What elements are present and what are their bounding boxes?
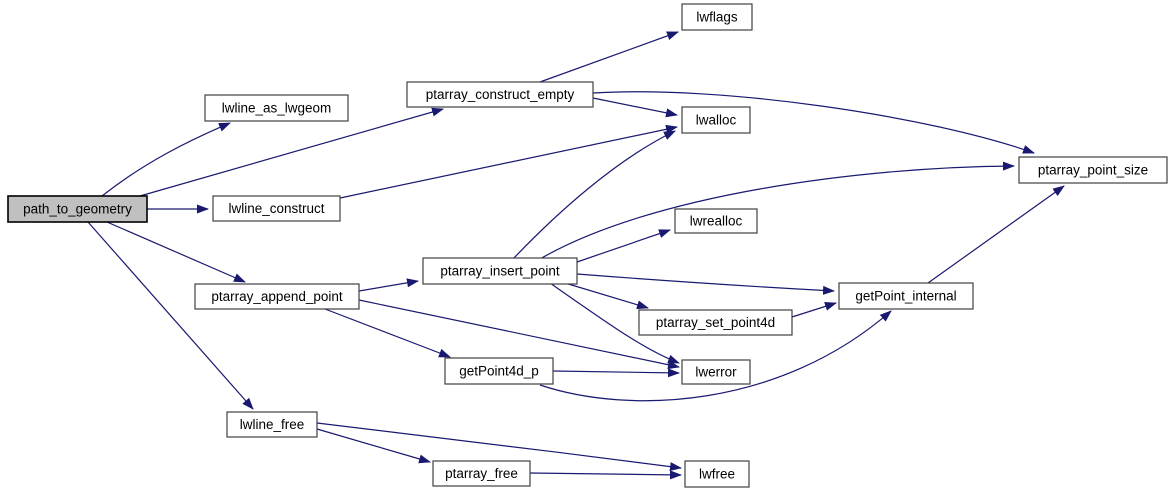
node-box-getPoint_internal[interactable] xyxy=(838,282,974,310)
node-label-ptarray_free: ptarray_free xyxy=(445,466,518,481)
edge-lwline_free-to-ptarray_free xyxy=(316,428,431,464)
node-ptarray_insert_point[interactable]: ptarray_insert_point xyxy=(422,257,578,285)
node-getPoint4d_p[interactable]: getPoint4d_p xyxy=(444,357,554,385)
node-box-ptarray_construct_empty[interactable] xyxy=(406,81,594,108)
node-lwrealloc[interactable]: lwrealloc xyxy=(674,208,758,234)
node-box-getPoint4d_p[interactable] xyxy=(444,357,554,385)
edge-path_to_geometry-to-lwline_as_lwgeom xyxy=(101,122,231,197)
node-lwfree[interactable]: lwfree xyxy=(684,460,750,488)
edge-ptarray_insert_point-to-lwalloc xyxy=(512,130,676,260)
node-label-lwfree: lwfree xyxy=(699,467,735,482)
edge-getPoint_internal-to-ptarray_point_size xyxy=(927,185,1065,284)
node-label-ptarray_point_size: ptarray_point_size xyxy=(1038,163,1148,178)
node-lwflags[interactable]: lwflags xyxy=(681,3,753,31)
node-box-lwline_as_lwgeom[interactable] xyxy=(204,94,349,122)
node-label-ptarray_construct_empty: ptarray_construct_empty xyxy=(426,87,575,102)
edge-getPoint4d_p-to-getPoint_internal xyxy=(539,310,892,402)
node-lwerror[interactable]: lwerror xyxy=(681,359,751,385)
edge-lwline_free-to-lwfree xyxy=(316,422,682,472)
edge-ptarray_insert_point-to-ptarray_point_size xyxy=(539,161,1015,260)
node-lwline_construct[interactable]: lwline_construct xyxy=(212,195,341,222)
edge-ptarray_insert_point-to-ptarray_set_point4d xyxy=(564,282,649,310)
node-label-lwflags: lwflags xyxy=(696,10,738,25)
node-box-ptarray_free[interactable] xyxy=(432,460,531,487)
node-label-getPoint4d_p: getPoint4d_p xyxy=(459,364,539,379)
node-path_to_geometry[interactable]: path_to_geometry xyxy=(7,195,148,223)
node-box-lwline_construct[interactable] xyxy=(212,195,341,222)
edge-ptarray_insert_point-to-lwrealloc xyxy=(576,229,671,263)
node-label-ptarray_append_point: ptarray_append_point xyxy=(211,289,343,304)
node-box-lwflags[interactable] xyxy=(681,3,753,31)
node-label-lwline_as_lwgeom: lwline_as_lwgeom xyxy=(222,101,332,116)
edge-ptarray_construct_empty-to-ptarray_point_size xyxy=(592,91,1035,154)
node-label-ptarray_set_point4d: ptarray_set_point4d xyxy=(656,315,775,330)
node-box-lwerror[interactable] xyxy=(681,359,751,385)
node-label-ptarray_insert_point: ptarray_insert_point xyxy=(440,264,560,279)
edge-ptarray_set_point4d-to-getPoint_internal xyxy=(791,302,837,318)
node-box-lwline_free[interactable] xyxy=(226,411,318,438)
node-label-lwline_construct: lwline_construct xyxy=(228,201,324,216)
node-label-lwline_free: lwline_free xyxy=(240,417,305,432)
node-label-lwrealloc: lwrealloc xyxy=(690,214,743,229)
edge-ptarray_insert_point-to-lwerror xyxy=(549,282,680,364)
node-label-lwerror: lwerror xyxy=(695,365,737,380)
node-lwalloc[interactable]: lwalloc xyxy=(681,106,751,134)
node-ptarray_set_point4d[interactable]: ptarray_set_point4d xyxy=(638,309,793,336)
edge-path_to_geometry-to-ptarray_construct_empty xyxy=(139,107,444,197)
node-ptarray_construct_empty[interactable]: ptarray_construct_empty xyxy=(406,81,594,108)
node-box-path_to_geometry[interactable] xyxy=(7,195,148,223)
node-box-lwalloc[interactable] xyxy=(681,106,751,134)
edge-ptarray_insert_point-to-getPoint_internal xyxy=(576,273,835,295)
node-getPoint_internal[interactable]: getPoint_internal xyxy=(838,282,974,310)
edge-getPoint4d_p-to-lwerror xyxy=(552,368,680,378)
node-ptarray_append_point[interactable]: ptarray_append_point xyxy=(194,283,360,310)
node-box-ptarray_append_point[interactable] xyxy=(194,283,360,310)
node-label-getPoint_internal: getPoint_internal xyxy=(855,289,956,304)
node-lwline_as_lwgeom[interactable]: lwline_as_lwgeom xyxy=(204,94,349,122)
node-ptarray_point_size[interactable]: ptarray_point_size xyxy=(1018,156,1168,184)
edge-ptarray_append_point-to-getPoint4d_p xyxy=(324,308,451,358)
node-lwline_free[interactable]: lwline_free xyxy=(226,411,318,438)
node-label-path_to_geometry: path_to_geometry xyxy=(23,202,132,217)
node-box-ptarray_point_size[interactable] xyxy=(1018,156,1168,184)
node-box-lwrealloc[interactable] xyxy=(674,208,758,234)
edge-ptarray_append_point-to-ptarray_insert_point xyxy=(358,278,419,292)
edge-lwline_construct-to-lwalloc xyxy=(339,124,678,199)
node-box-ptarray_set_point4d[interactable] xyxy=(638,309,793,336)
edge-ptarray_append_point-to-lwerror xyxy=(358,299,680,370)
edge-path_to_geometry-to-ptarray_append_point xyxy=(106,221,246,283)
edge-ptarray_free-to-lwfree xyxy=(529,470,682,480)
edge-ptarray_construct_empty-to-lwflags xyxy=(539,31,679,83)
node-label-lwalloc: lwalloc xyxy=(696,113,737,128)
edge-ptarray_construct_empty-to-lwalloc xyxy=(592,97,678,118)
node-box-ptarray_insert_point[interactable] xyxy=(422,257,578,285)
node-box-lwfree[interactable] xyxy=(684,460,750,488)
node-ptarray_free[interactable]: ptarray_free xyxy=(432,460,531,487)
edge-path_to_geometry-to-lwline_free xyxy=(87,221,254,410)
